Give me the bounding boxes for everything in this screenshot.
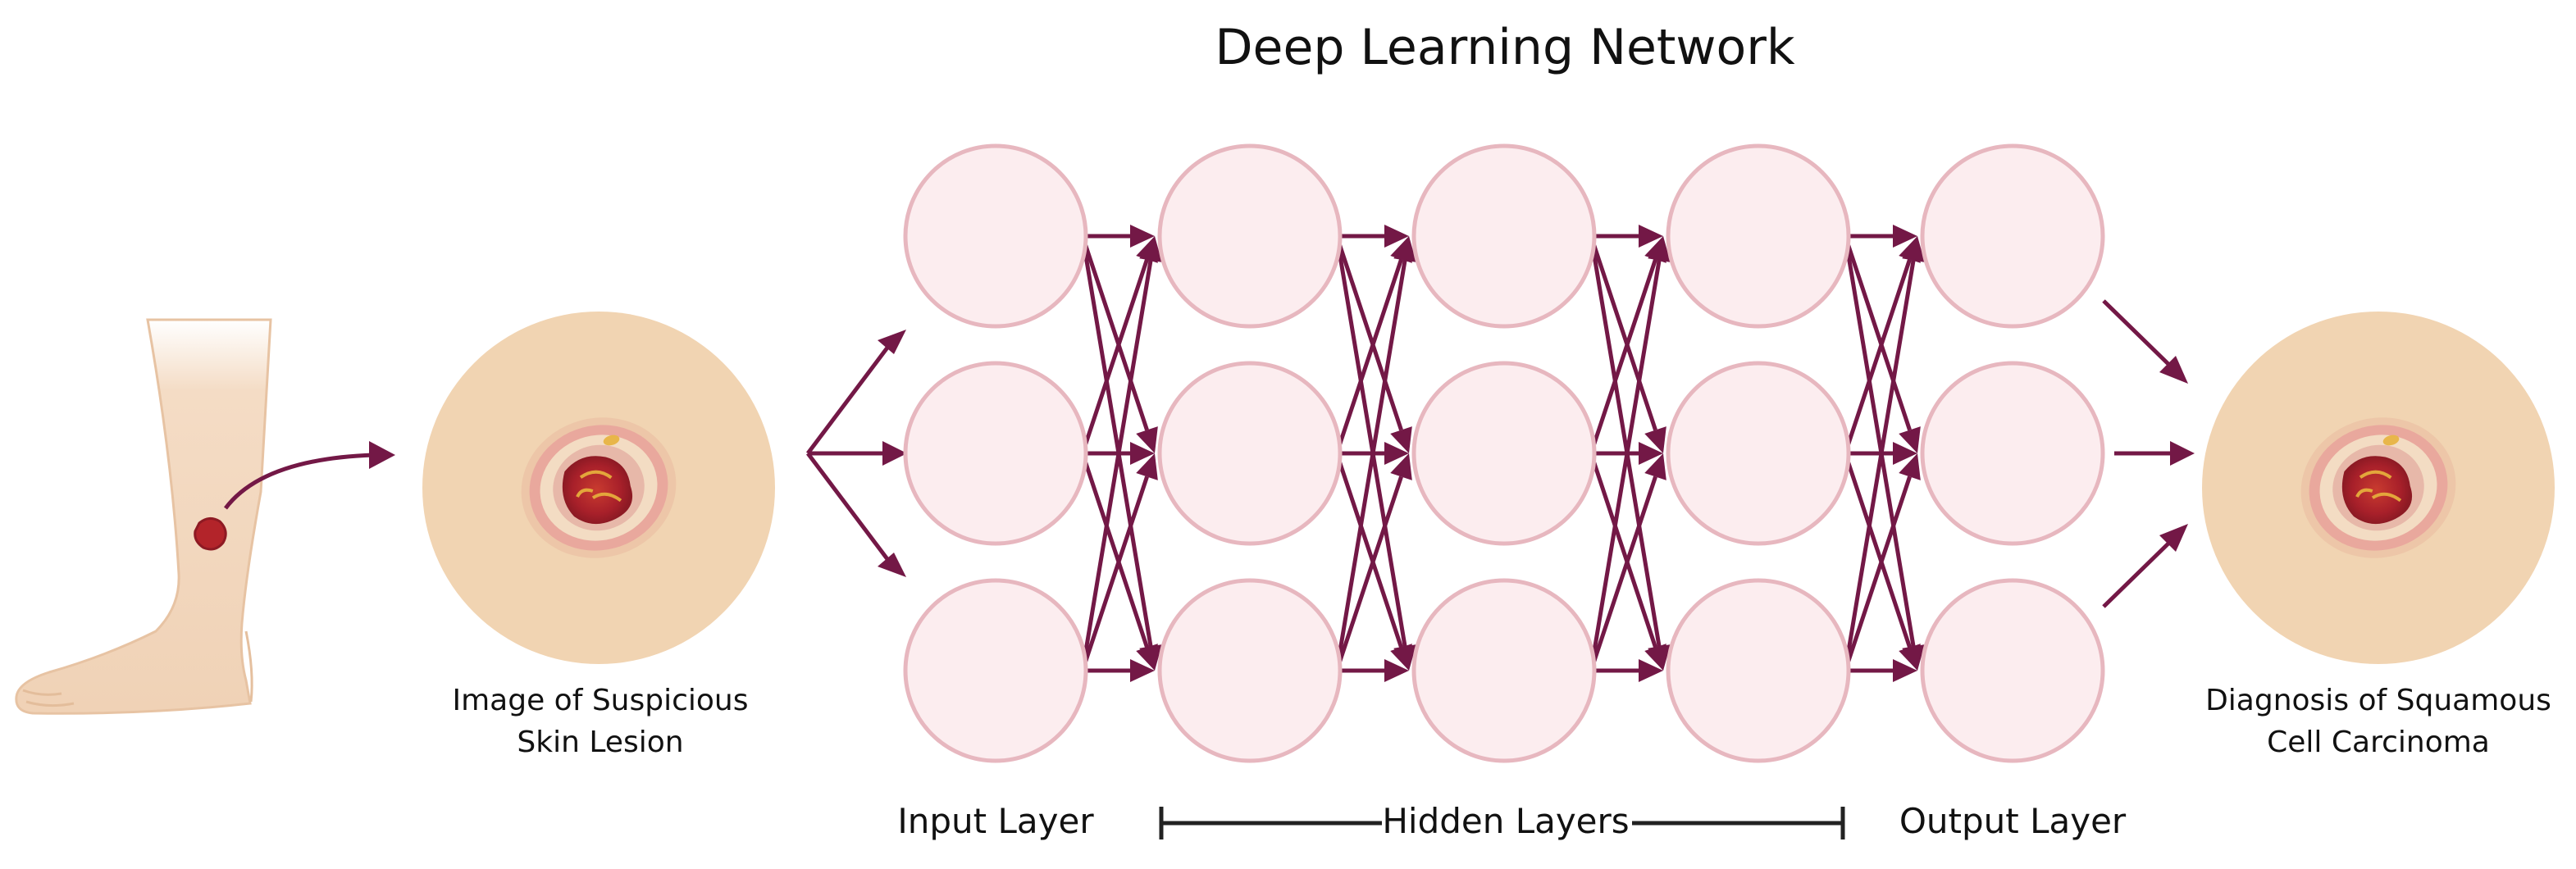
input-caption-line-1: Image of Suspicious — [452, 684, 748, 717]
input-fan-arrows — [806, 330, 907, 577]
diagram-title: Deep Learning Network — [1215, 19, 1795, 76]
connection-arrow — [1334, 453, 1412, 671]
output-fan-arrows — [2102, 299, 2195, 608]
connection-arrow — [1080, 453, 1158, 671]
connection-arrow — [1589, 236, 1671, 671]
connection-arrow — [1083, 659, 1155, 682]
node-layer-1-3 — [903, 578, 1088, 763]
connection-arrow — [1845, 442, 1917, 465]
connection-arrow — [1843, 453, 1921, 671]
network-nodes — [903, 143, 2105, 763]
connection-arrow — [1083, 225, 1155, 248]
connection-arrow — [1080, 453, 1158, 671]
node-layer-5-3 — [1920, 578, 2105, 763]
node-layer-4-1 — [1666, 143, 1851, 329]
connection-arrow — [1591, 225, 1663, 248]
hidden-layers-label: Hidden Layers — [1382, 801, 1629, 841]
hidden-layers-bracket — [1159, 807, 1845, 839]
node-layer-2-1 — [1157, 143, 1343, 329]
suspicious-lesion-image — [422, 312, 775, 664]
diagnosis-lesion-image — [2202, 312, 2555, 664]
node-layer-3-2 — [1411, 361, 1597, 546]
node-layer-1-1 — [903, 143, 1088, 329]
node-layer-2-3 — [1157, 578, 1343, 763]
connection-arrow — [1083, 442, 1155, 465]
connection-arrow — [1589, 453, 1666, 671]
leg-illustration — [15, 318, 272, 715]
connection-arrow — [1334, 236, 1416, 671]
node-layer-3-3 — [1411, 578, 1597, 763]
connection-arrow — [1591, 442, 1663, 465]
connection-arrow — [1337, 442, 1409, 465]
connection-arrow — [1334, 235, 1412, 453]
connection-arrow — [1843, 236, 1925, 671]
node-layer-4-2 — [1666, 361, 1851, 546]
output-layer-label: Output Layer — [1899, 801, 2127, 841]
connection-arrow — [1337, 225, 1409, 248]
output-caption-line-2: Cell Carcinoma — [2267, 726, 2490, 759]
connection-arrow — [1589, 235, 1666, 453]
zoom-arrow — [224, 441, 395, 510]
connection-arrow — [1080, 236, 1162, 671]
node-layer-5-2 — [1920, 361, 2105, 546]
input-layer-label: Input Layer — [897, 801, 1094, 841]
connection-arrow — [1843, 235, 1921, 453]
connection-arrow — [1337, 659, 1409, 682]
node-layer-3-1 — [1411, 143, 1597, 329]
skin-lesion-on-leg — [194, 517, 227, 551]
node-layer-5-1 — [1920, 143, 2105, 329]
connection-arrow — [1080, 235, 1158, 453]
input-caption-line-2: Skin Lesion — [517, 726, 683, 759]
connection-arrow — [1589, 453, 1666, 671]
output-caption-line-1: Diagnosis of Squamous — [2205, 684, 2551, 717]
node-layer-2-2 — [1157, 361, 1343, 546]
connection-arrow — [1334, 453, 1412, 671]
connection-arrow — [1845, 659, 1917, 682]
connection-arrow — [1845, 225, 1917, 248]
connection-arrow — [1843, 453, 1921, 671]
network-connections — [1080, 225, 1925, 682]
node-layer-1-2 — [903, 361, 1088, 546]
node-layer-4-3 — [1666, 578, 1851, 763]
connection-arrow — [1591, 659, 1663, 682]
